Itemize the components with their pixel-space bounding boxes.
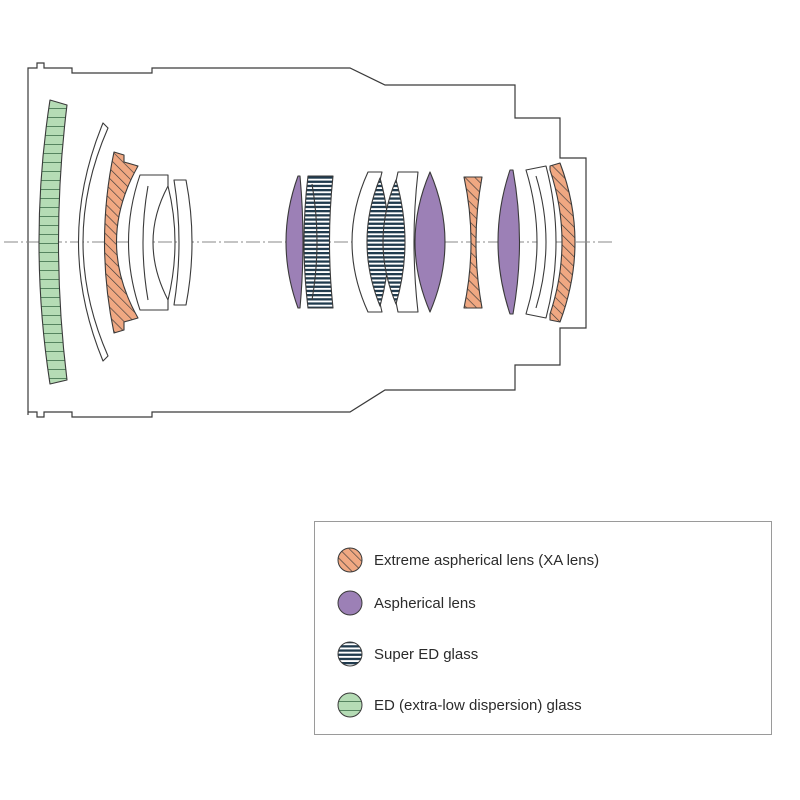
lens-element-18-xa xyxy=(549,162,576,323)
lens-element-5 xyxy=(142,185,176,301)
lens-barrel-outline xyxy=(27,62,587,418)
legend-label-super-ed: Super ED glass xyxy=(374,645,479,663)
legend-item-ed: ED (extra-low dispersion) glass xyxy=(337,691,582,719)
lens-element-7-aspherical xyxy=(285,175,304,309)
legend-item-super-ed: Super ED glass xyxy=(337,640,478,668)
lens-elements xyxy=(38,99,576,385)
legend: Extreme aspherical lens (XA lens) Aspher… xyxy=(314,521,772,735)
lens-element-13-aspherical xyxy=(414,171,446,313)
lens-element-12-super-ed xyxy=(382,179,406,305)
lens-element-16 xyxy=(525,165,557,319)
aspherical-lens-swatch-icon xyxy=(337,590,363,616)
lens-element-8-super-ed xyxy=(303,175,334,309)
lens-element-2 xyxy=(77,122,109,362)
lens-element-14-xa xyxy=(463,176,483,309)
lens-element-1-ed xyxy=(38,99,68,385)
legend-label-xa: Extreme aspherical lens (XA lens) xyxy=(374,551,600,569)
ed-glass-swatch-icon xyxy=(337,692,363,718)
lens-element-3-xa xyxy=(103,151,139,334)
legend-label-aspherical: Aspherical lens xyxy=(374,594,476,612)
legend-label-ed: ED (extra-low dispersion) glass xyxy=(374,696,582,714)
lens-element-6 xyxy=(173,179,193,306)
xa-lens-swatch-icon xyxy=(337,547,363,573)
lens-element-15-aspherical xyxy=(497,169,521,315)
legend-item-xa: Extreme aspherical lens (XA lens) xyxy=(337,546,599,574)
legend-item-aspherical: Aspherical lens xyxy=(337,589,476,617)
super-ed-glass-swatch-icon xyxy=(337,641,363,667)
lens-element-17 xyxy=(535,175,547,309)
lens-element-8b xyxy=(311,183,318,301)
